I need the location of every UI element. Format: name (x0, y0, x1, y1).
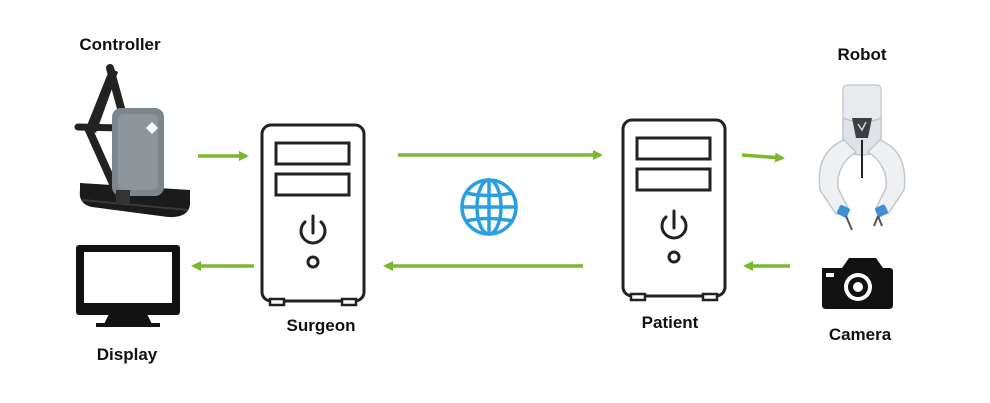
surgeon-label: Surgeon (286, 316, 356, 335)
arrow-patient-to-robot (741, 152, 785, 163)
controller-label: Controller (79, 35, 161, 54)
controller-device (74, 64, 190, 218)
robot-arm (818, 84, 906, 231)
patient-label: Patient (641, 313, 699, 332)
patient-computer-icon (621, 118, 727, 302)
monitor-icon (76, 245, 180, 327)
display-label: Display (96, 345, 158, 364)
surgeon-computer-icon (260, 123, 366, 307)
camera-icon (822, 258, 893, 309)
robot-label: Robot (837, 45, 887, 64)
camera-label: Camera (828, 325, 892, 344)
data-flow-arrows (191, 150, 790, 271)
globe-icon (460, 178, 518, 236)
